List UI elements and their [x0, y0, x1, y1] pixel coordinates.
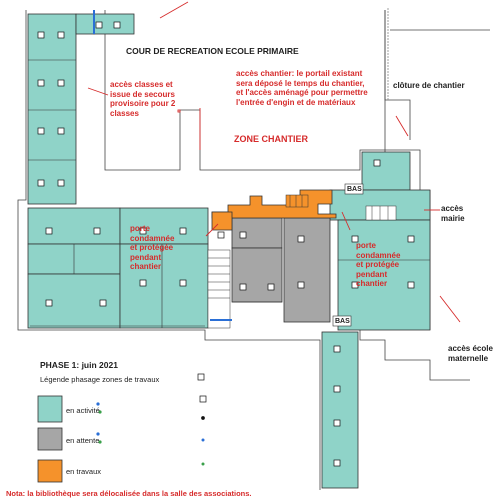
acces-mairie-label: accès mairie — [441, 204, 465, 223]
legend-swatches — [37, 395, 63, 483]
zone-chantier-label: ZONE CHANTIER — [234, 134, 308, 144]
note-porte-right: porte condamnée et protégée pendant chan… — [356, 241, 401, 288]
bas-label-top: BAS — [347, 186, 362, 193]
legend-dots — [96, 402, 102, 444]
acces-ecole-label: accès école maternelle — [448, 344, 493, 363]
swatch-in-activity — [37, 395, 63, 423]
swatch-on-hold — [37, 427, 63, 451]
legend-symbols — [199, 395, 207, 466]
note-acces-classes: accès classes et issue de secours provis… — [110, 80, 176, 118]
bas-boxes — [332, 183, 364, 327]
footer-note: Nota: la bibliothèque sera délocalisée d… — [6, 489, 252, 498]
cour-label: COUR DE RECREATION ECOLE PRIMAIRE — [126, 46, 299, 56]
blue-markers — [93, 10, 232, 321]
swatch-under-works — [37, 459, 63, 483]
legend-label-in-activity: en activité — [66, 406, 100, 415]
rooms-on-hold — [231, 217, 331, 323]
bas-label-bottom: BAS — [335, 318, 350, 325]
cloture-label: clôture de chantier — [393, 81, 465, 90]
legend-title: Légende phasage zones de travaux — [40, 375, 160, 384]
annotation-arrows — [87, 1, 461, 323]
note-acces-chantier: accès chantier: le portail existant sera… — [236, 69, 368, 107]
note-porte-left: porte condamnée et protégée pendant chan… — [130, 224, 175, 271]
legend-label-on-hold: en attente — [66, 436, 100, 445]
fixture-markers — [37, 21, 415, 467]
interior-walls — [28, 59, 430, 328]
legend-phase: PHASE 1: juin 2021 — [40, 360, 118, 370]
stairs — [207, 194, 397, 329]
legend-label-under-works: en travaux — [66, 467, 102, 476]
site-boundary — [17, 8, 490, 490]
